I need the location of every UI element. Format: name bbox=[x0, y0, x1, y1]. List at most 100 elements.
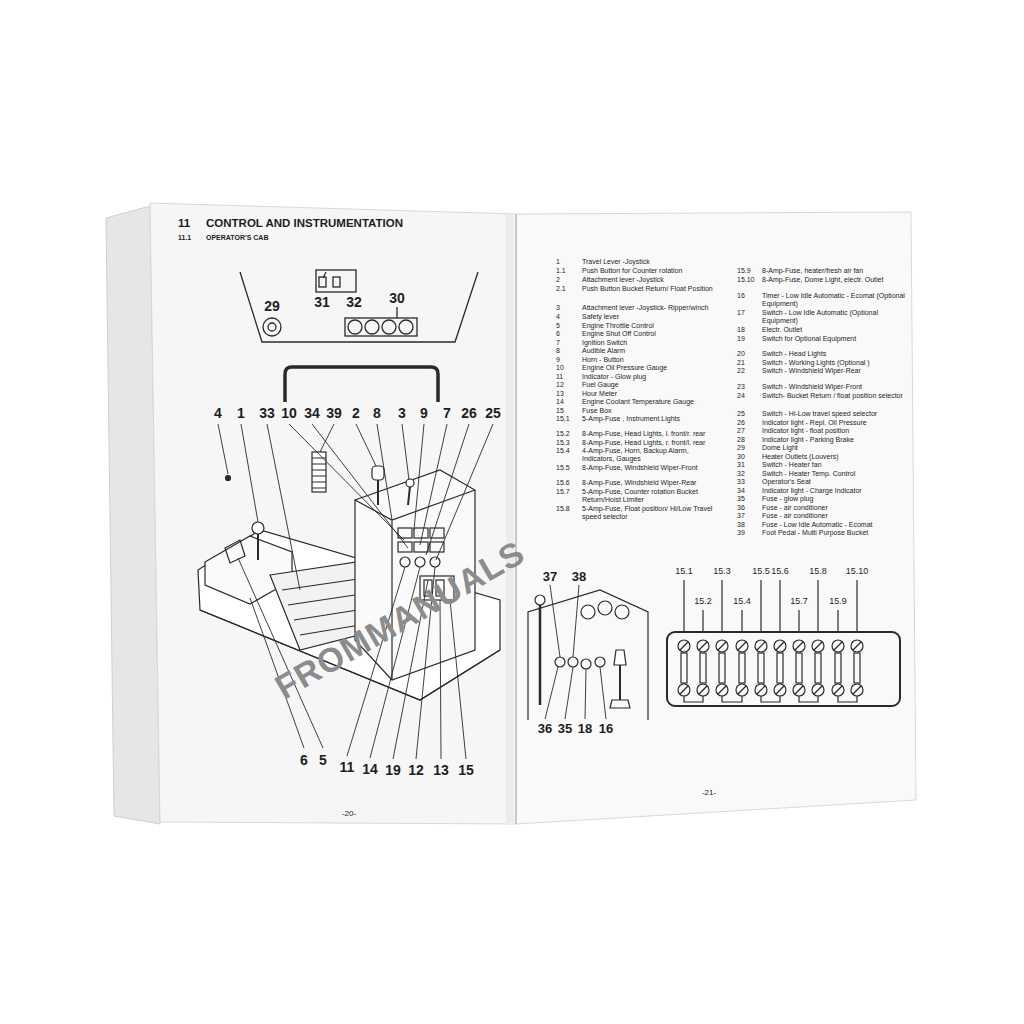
fuse-label: 15.10 bbox=[846, 566, 869, 576]
callout-number: 15 bbox=[458, 762, 474, 778]
list-number: 17 bbox=[737, 309, 745, 317]
cab-console bbox=[408, 486, 410, 505]
fuse-label: 15.8 bbox=[809, 566, 827, 576]
callout-number: 12 bbox=[408, 762, 424, 778]
booklet-pages bbox=[506, 214, 514, 824]
list-description: 5-Amp-Fuse , Instrument Lights bbox=[582, 415, 722, 423]
list-description: Heater Outlets (Louvers) bbox=[762, 453, 907, 461]
fuse-part bbox=[760, 580, 761, 632]
fuse-box bbox=[678, 580, 863, 702]
list-description: 8-Amp-Fuse, Windshield Wiper-Rear bbox=[582, 479, 722, 487]
list-number: 24 bbox=[737, 392, 745, 400]
cab-console bbox=[377, 478, 379, 505]
cab-frame bbox=[240, 270, 478, 402]
fuse-part bbox=[814, 642, 822, 650]
fuse-part bbox=[815, 653, 821, 683]
cab-frame bbox=[333, 277, 340, 287]
cab-console bbox=[257, 532, 259, 560]
cab-frame bbox=[365, 320, 379, 334]
booklet-pages bbox=[515, 214, 517, 824]
callout-number: 11 bbox=[340, 759, 355, 775]
callout-number: 8 bbox=[373, 405, 381, 421]
fuse-part bbox=[832, 640, 844, 652]
fuse-part bbox=[697, 684, 709, 696]
list-description: 4-Amp-Fuse, Horn, Backup Alarm, Indicato… bbox=[582, 447, 722, 463]
fuse-part bbox=[736, 684, 748, 696]
callout-number: 30 bbox=[389, 290, 405, 306]
list-number: 1.1 bbox=[556, 267, 566, 275]
page-number: -20- bbox=[342, 809, 356, 818]
booklet-pages bbox=[150, 203, 516, 824]
list-description: Switch - Head Lights bbox=[762, 350, 907, 358]
list-description: 5-Amp-Fuse, Counter rotation Bucket Retu… bbox=[582, 488, 722, 504]
list-number: 15.1 bbox=[556, 415, 570, 423]
list-description: Switch - Windshield Wiper-Front bbox=[762, 383, 907, 391]
list-number: 37 bbox=[737, 512, 745, 520]
fuse-label: 15.7 bbox=[790, 596, 808, 606]
list-number: 15.8 bbox=[556, 505, 570, 513]
section-title: CONTROL AND INSTRUMENTATION bbox=[206, 217, 403, 230]
list-number: 38 bbox=[737, 521, 745, 529]
list-number: 2.1 bbox=[556, 285, 566, 293]
list-number: 36 bbox=[737, 504, 745, 512]
fuse-label: 15.4 bbox=[733, 596, 751, 606]
list-number: 22 bbox=[737, 367, 745, 375]
leader-lines bbox=[377, 424, 392, 520]
list-description: Attachment lever -Joystick bbox=[582, 276, 722, 284]
small-console bbox=[581, 605, 595, 619]
fuse-box bbox=[667, 580, 900, 706]
fuse-part bbox=[774, 640, 786, 652]
cab-console bbox=[414, 528, 428, 538]
list-description: Switch - Heater fan bbox=[762, 461, 907, 469]
list-number: 15 bbox=[556, 407, 564, 415]
small-console bbox=[555, 657, 565, 667]
fuse-part bbox=[853, 642, 861, 650]
cab-frame bbox=[348, 320, 362, 334]
fuse-part bbox=[795, 686, 803, 694]
small-console bbox=[528, 585, 648, 720]
callout-number: 32 bbox=[346, 294, 362, 310]
fuse-part bbox=[718, 686, 726, 694]
leader-lines bbox=[218, 424, 228, 474]
small-console bbox=[614, 650, 626, 665]
cab-console bbox=[372, 466, 384, 480]
leader-lines bbox=[440, 600, 441, 759]
list-description: Push Button for Counter rotation bbox=[582, 267, 722, 275]
list-number: 3 bbox=[556, 304, 560, 312]
list-description: Engine Oil Pressure Gauge bbox=[582, 364, 722, 372]
fuse-part bbox=[832, 684, 844, 696]
list-number: 27 bbox=[737, 427, 745, 435]
fuse-part bbox=[851, 684, 863, 696]
list-description: Indicator - Glow plug bbox=[582, 373, 722, 381]
list-number: 8 bbox=[556, 347, 560, 355]
list-description: Electr. Outlet bbox=[762, 326, 907, 334]
fuse-part bbox=[722, 696, 742, 702]
fuse-part bbox=[776, 642, 784, 650]
cab-console bbox=[225, 540, 245, 563]
fuse-part bbox=[793, 684, 805, 696]
small-console bbox=[568, 657, 578, 667]
cab-frame bbox=[316, 270, 356, 292]
cab-console bbox=[415, 557, 425, 567]
fuse-part bbox=[700, 653, 706, 683]
callout-number: 9 bbox=[420, 405, 428, 421]
fuse-part bbox=[777, 653, 783, 683]
fuse-part bbox=[817, 580, 818, 632]
fuse-part bbox=[681, 653, 687, 683]
callout-number: 38 bbox=[572, 570, 586, 585]
fuse-part bbox=[721, 580, 722, 632]
small-console bbox=[535, 595, 545, 605]
fuse-part bbox=[856, 580, 857, 632]
page-number: -21- bbox=[702, 788, 716, 797]
list-description: Fuse - glow plug bbox=[762, 495, 907, 503]
fuse-part bbox=[779, 580, 780, 632]
cab-console bbox=[312, 452, 326, 492]
callout-number: 33 bbox=[259, 405, 275, 421]
fuse-label: 15.2 bbox=[694, 596, 712, 606]
list-number: 9 bbox=[556, 356, 560, 364]
small-console bbox=[619, 665, 621, 700]
list-number: 30 bbox=[737, 453, 745, 461]
list-number: 2 bbox=[556, 276, 560, 284]
list-number: 6 bbox=[556, 330, 560, 338]
callout-number: 1 bbox=[237, 405, 245, 421]
